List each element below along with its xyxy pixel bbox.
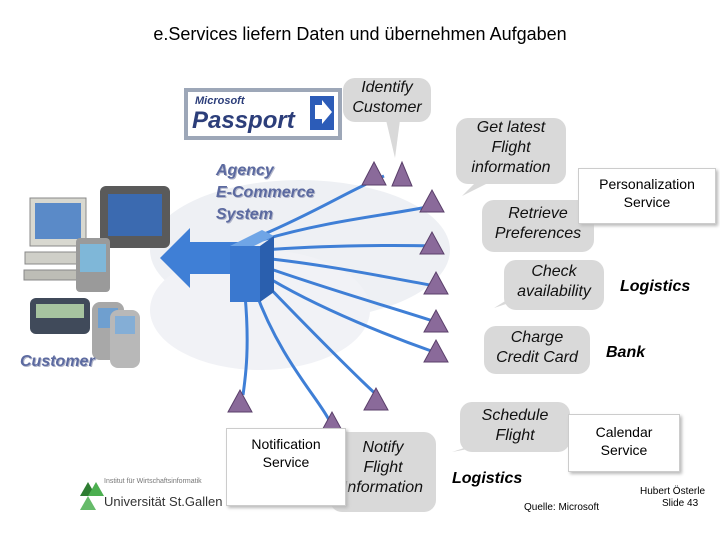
box-line: Service — [262, 454, 310, 470]
box-line: Personalization — [599, 176, 695, 192]
bubble-line: Get latest — [476, 119, 546, 136]
passport-logo: Microsoft Passport — [184, 88, 342, 140]
customer-label: Customer — [20, 353, 95, 370]
bubble-line: Flight — [491, 139, 531, 156]
agency-line3: System — [216, 206, 273, 223]
bubble-retrieve-preferences: Retrieve Preferences — [482, 200, 594, 252]
notification-service-box: Notification Service — [226, 428, 346, 506]
bubble-line: information — [471, 159, 551, 176]
logistics-label-right: Logistics — [620, 278, 691, 295]
svg-text:Passport: Passport — [192, 107, 296, 134]
customer-devices — [23, 186, 170, 368]
box-line: Calendar — [595, 424, 653, 440]
bubble-line: Schedule — [481, 407, 549, 424]
page-title: e.Services liefern Daten und übernehmen … — [153, 24, 567, 44]
institute-text: Institut für Wirtschaftsinformatik — [104, 478, 202, 485]
bubble-line: availability — [517, 283, 591, 300]
box-line: Service — [600, 442, 648, 458]
bubble-line: Information — [342, 479, 424, 496]
bubble-charge-credit-card: Charge Credit Card — [484, 326, 590, 374]
slide-number: Slide 43 — [662, 498, 699, 509]
bubble-line: Customer — [352, 99, 422, 116]
cloud-shape-2 — [150, 250, 370, 370]
bubble-notify-flight-information: Notify Flight Information — [330, 432, 436, 512]
bubble-line: Flight — [495, 427, 535, 444]
bubble-line: Preferences — [494, 225, 582, 242]
bubble-identify-customer: Identify Customer — [343, 78, 431, 122]
agency-line1: Agency — [216, 162, 274, 179]
server-block — [230, 230, 274, 302]
connection-lines — [241, 174, 437, 423]
arrow-to-customer — [160, 228, 238, 288]
box-line: Notification — [251, 436, 321, 452]
bubble-flight-information: Get latest Flight information — [456, 118, 566, 184]
calendar-service-box: Calendar Service — [568, 414, 680, 472]
bubble-line: Check — [531, 263, 577, 280]
logistics-label-bottom: Logistics — [452, 470, 523, 487]
bubble-line: Credit Card — [496, 349, 578, 366]
bubble-schedule-flight: Schedule Flight — [460, 402, 570, 452]
box-line: Service — [623, 194, 671, 210]
agency-label: Agency E-Commerce System — [216, 160, 315, 226]
source-text: Quelle: Microsoft — [524, 502, 600, 513]
university-logo — [80, 482, 104, 510]
personalization-service-box: Personalization Service — [578, 168, 716, 224]
bubble-line: Flight — [363, 459, 403, 476]
agency-line2: E-Commerce — [216, 184, 315, 201]
bubble-line: Charge — [510, 329, 564, 346]
bubble-line: Retrieve — [508, 205, 568, 222]
bubble-check-availability: Check availability — [504, 260, 604, 310]
author-text: Hubert Österle — [640, 486, 706, 497]
triangle-identify — [361, 160, 387, 186]
bubble-line: Notify — [362, 439, 404, 456]
bank-label: Bank — [606, 344, 646, 361]
university-name: Universität St.Gallen — [104, 494, 223, 509]
bubble-line: Identify — [361, 79, 413, 96]
svg-text:Microsoft: Microsoft — [195, 95, 246, 107]
